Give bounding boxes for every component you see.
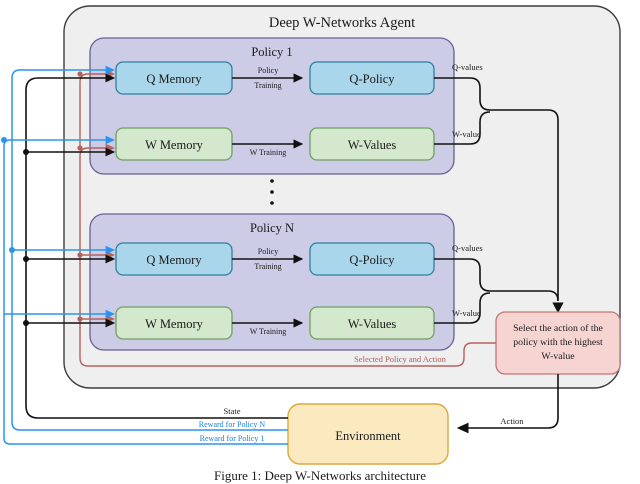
action-arrowhead (456, 422, 469, 434)
p1-q-policy-label: Q-Policy (349, 72, 395, 86)
pn-qvalues-route (434, 258, 559, 302)
policy-n-title: Policy N (250, 221, 294, 235)
state-junction-2 (23, 256, 29, 262)
p1-w-value-label: W-value (452, 129, 481, 139)
pn-w-values-label: W-Values (348, 317, 397, 331)
reward-policy-1-line (3, 139, 288, 445)
state-junction-1 (23, 149, 29, 155)
pn-q-policy-label: Q-Policy (349, 253, 395, 267)
pn-w-value-label: W-value (452, 308, 481, 318)
reward-n-junction (9, 247, 15, 253)
p1-policy-training-label-line2: Training (254, 81, 281, 90)
ellipsis-dot-1 (270, 179, 274, 183)
pn-w-memory-label: W Memory (145, 317, 203, 331)
reward-policy-1-label: Reward for Policy 1 (200, 434, 265, 443)
environment-label: Environment (335, 429, 401, 443)
pn-q-memory-label: Q Memory (146, 253, 202, 267)
state-arrow-pn-w-memory (105, 318, 116, 328)
p1-qvalues-wvalue-route (434, 77, 559, 300)
action-label: Action (500, 416, 524, 426)
red-junction-1 (77, 71, 83, 77)
red-junction-4 (77, 316, 83, 322)
state-line (25, 77, 288, 419)
pn-policy-training-label-line1: Policy (258, 247, 278, 256)
select-action-line-1: Select the action of the (513, 323, 603, 334)
pn-policy-training-arrowhead (293, 254, 304, 264)
reward-n-arrow-pn-q (105, 245, 115, 255)
pn-q-values-label: Q-values (452, 243, 483, 253)
p1-wvalue-route (434, 111, 491, 145)
agent-title: Deep W-Networks Agent (269, 15, 415, 31)
reward-n-arrow-p1-q (105, 65, 115, 75)
state-arrow-p1-q-memory (105, 73, 116, 83)
pn-w-training-label: W Training (250, 327, 287, 336)
ellipsis-dot-3 (270, 201, 274, 205)
reward-1-junction (1, 137, 7, 143)
selected-policy-action-label: Selected Policy and Action (354, 354, 447, 364)
policy-1-title: Policy 1 (251, 45, 292, 59)
state-label: State (224, 406, 241, 416)
pn-w-training-arrowhead (293, 318, 304, 328)
pn-policy-training-label-line2: Training (254, 262, 281, 271)
reward-1-arrow-p1-w (105, 135, 115, 145)
p1-q-memory-label: Q Memory (146, 72, 202, 86)
reward-1-arrow-pn-w (105, 309, 115, 319)
figure-caption: Figure 1: Deep W-Networks architecture (213, 468, 427, 483)
ellipsis-dot-2 (270, 190, 274, 194)
p1-policy-training-label-line1: Policy (258, 66, 278, 75)
p1-policy-training-arrowhead (293, 73, 304, 83)
red-junction-3 (77, 252, 83, 258)
state-arrow-p1-w-memory (105, 147, 116, 157)
selected-policy-action-path-upper (79, 73, 110, 148)
action-line (466, 374, 559, 429)
select-box-input-arrowhead (552, 302, 564, 314)
reward-policy-n-label: Reward for Policy N (199, 420, 266, 429)
p1-w-training-arrowhead (293, 139, 304, 149)
p1-w-training-label: W Training (250, 148, 287, 157)
state-arrow-pn-q-memory (105, 254, 116, 264)
select-action-line-2: policy with the highest (513, 337, 603, 348)
p1-w-values-label: W-Values (348, 138, 397, 152)
p1-q-values-label: Q-values (452, 62, 483, 72)
select-action-line-3: W-value (541, 351, 575, 362)
red-junction-2 (77, 145, 83, 151)
pn-wvalue-route (434, 292, 491, 324)
p1-w-memory-label: W Memory (145, 138, 203, 152)
state-junction-3 (23, 320, 29, 326)
environment-box (287, 403, 449, 465)
